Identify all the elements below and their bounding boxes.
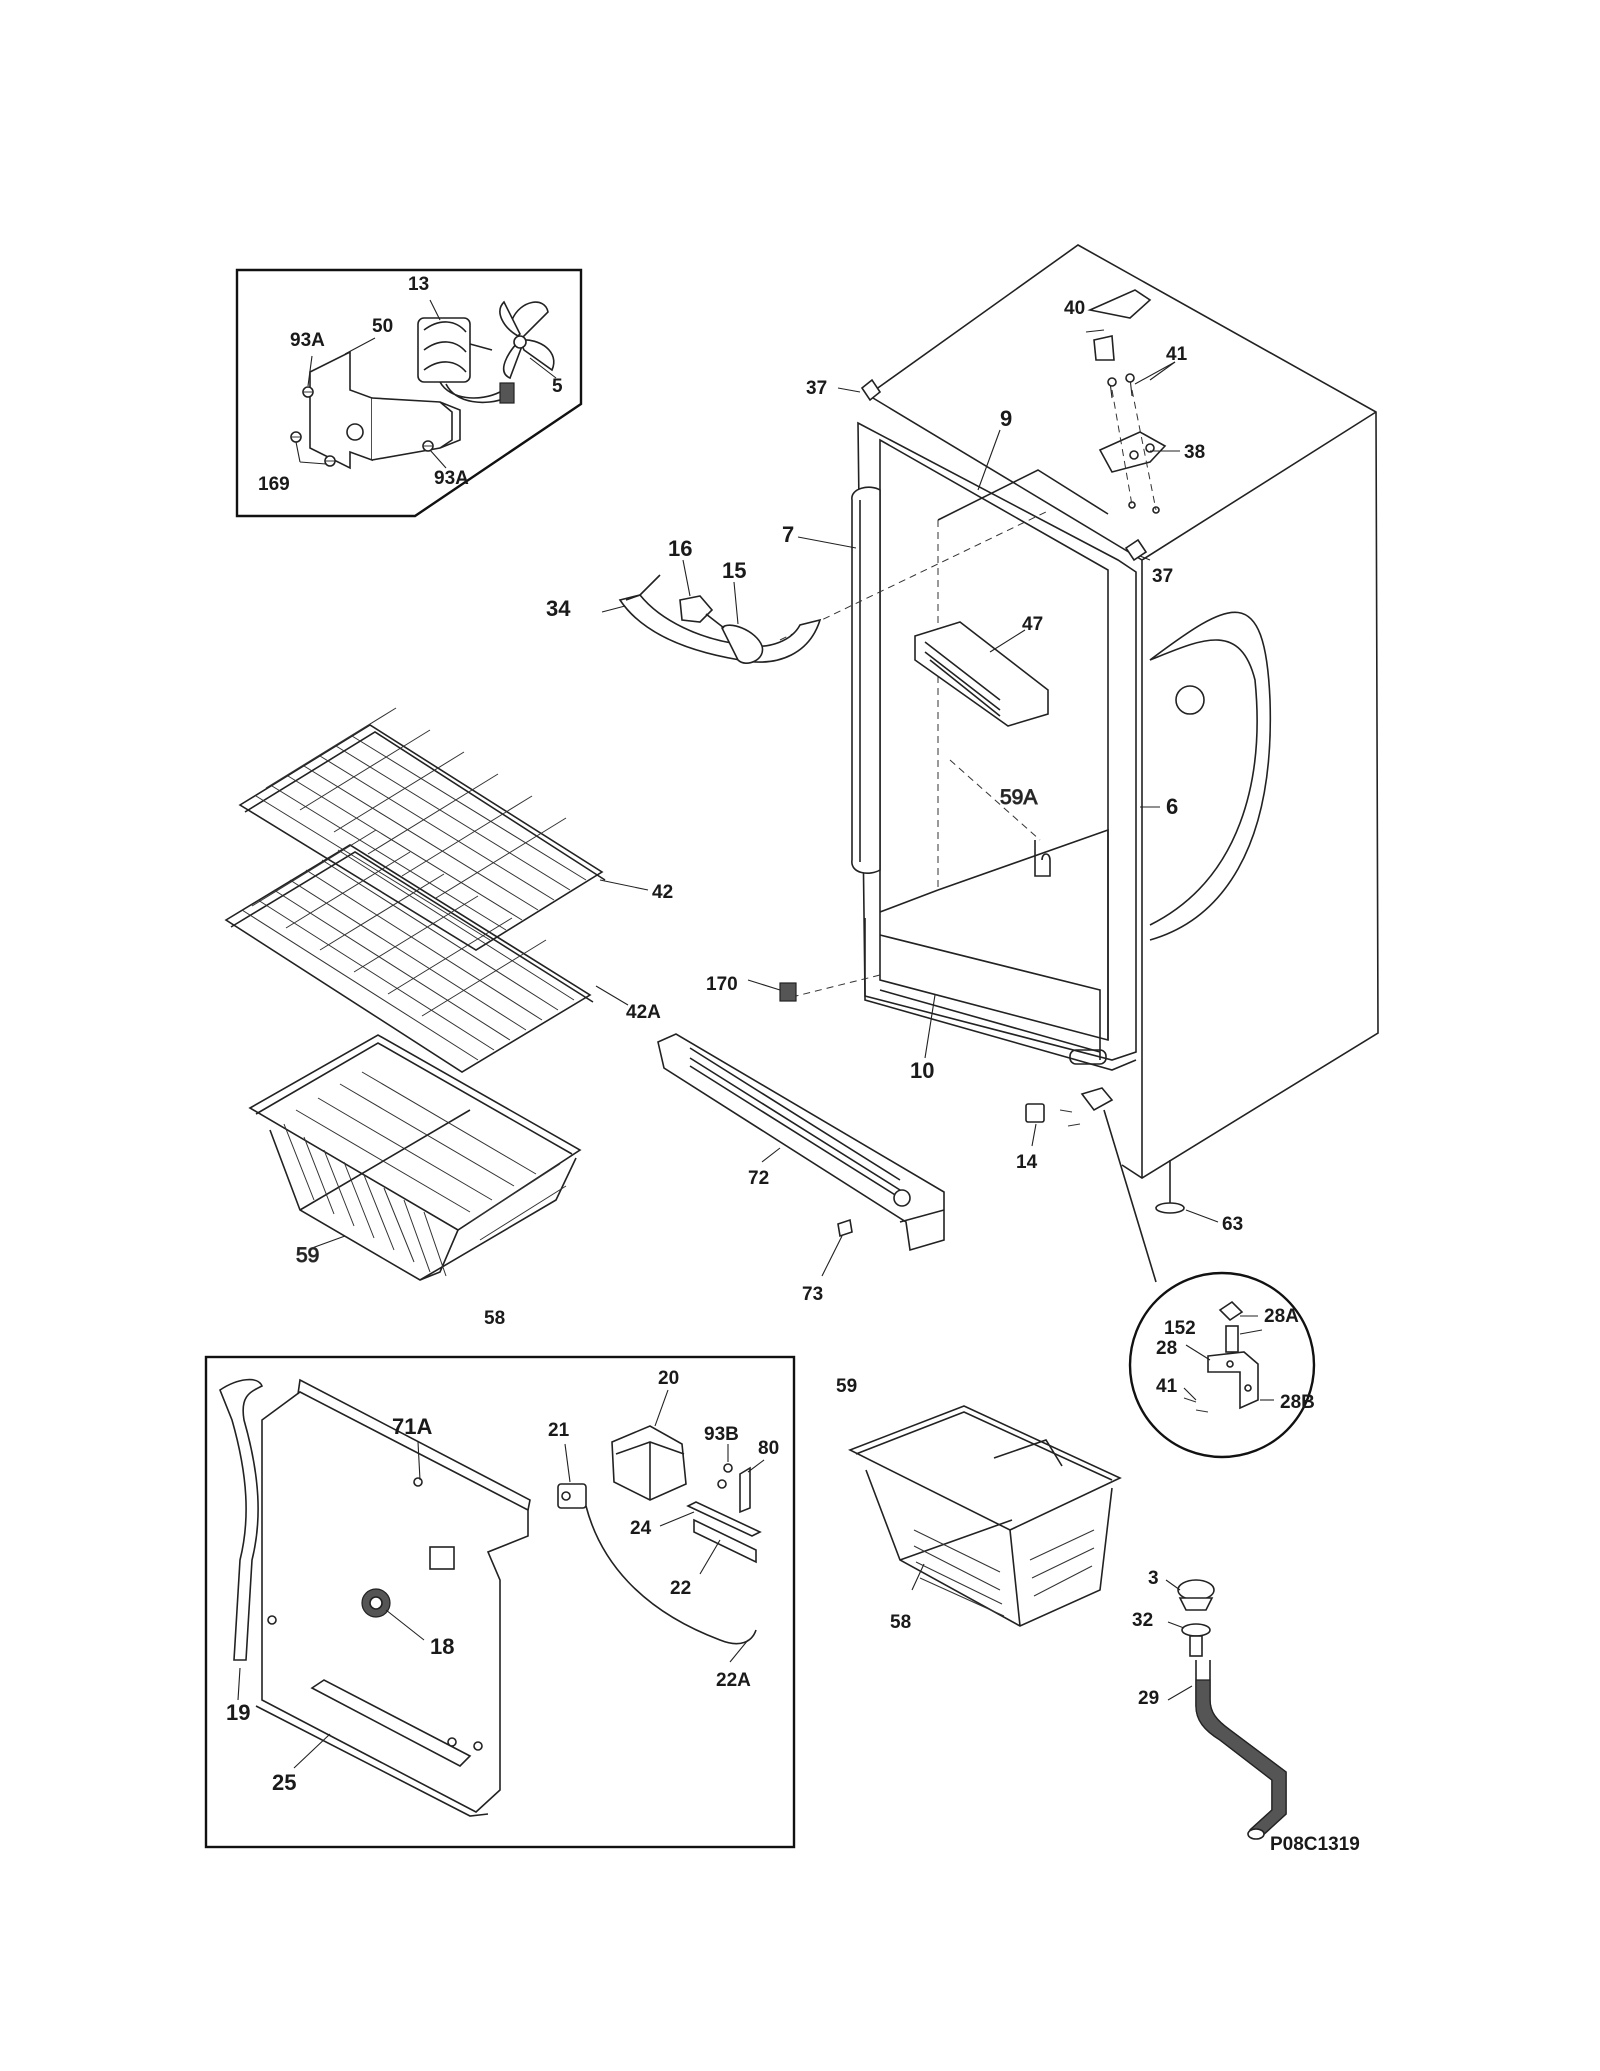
label-41-top: 41 xyxy=(1166,344,1188,365)
label-170: 170 xyxy=(706,974,738,995)
kickplate xyxy=(657,979,1114,1277)
label-37-right: 37 xyxy=(1152,566,1173,587)
label-3: 3 xyxy=(1148,1568,1159,1589)
wire-basket xyxy=(248,1034,582,1281)
label-63: 63 xyxy=(1222,1214,1243,1235)
label-93A-top: 93A xyxy=(290,330,325,351)
shelf-42 xyxy=(238,707,606,951)
label-47: 47 xyxy=(1022,614,1043,635)
label-38: 38 xyxy=(1184,442,1205,463)
fan-motor-inset xyxy=(235,268,583,518)
label-34: 34 xyxy=(546,596,571,621)
label-50: 50 xyxy=(372,316,393,337)
label-19: 19 xyxy=(226,1700,250,1725)
label-80: 80 xyxy=(758,1438,779,1459)
wire-shelves xyxy=(224,707,649,1073)
label-7: 7 xyxy=(782,522,794,547)
label-152: 152 xyxy=(1164,1318,1196,1339)
label-25: 25 xyxy=(272,1770,296,1795)
label-10: 10 xyxy=(910,1058,934,1083)
label-59: 59 xyxy=(836,1376,857,1397)
label-24: 24 xyxy=(630,1518,652,1539)
label-41-hinge: 41 xyxy=(1156,1376,1178,1397)
label-73: 73 xyxy=(802,1284,823,1305)
label-29: 29 xyxy=(1138,1688,1159,1709)
drain-tube-assembly xyxy=(1165,1579,1287,1840)
label-22A: 22A xyxy=(716,1670,751,1691)
label-59-basket: 59 xyxy=(296,1244,319,1267)
label-42: 42 xyxy=(652,882,673,903)
label-9: 9 xyxy=(1000,406,1012,431)
label-72: 72 xyxy=(748,1168,769,1189)
label-28B: 28B xyxy=(1280,1392,1315,1413)
callout-labels: 13 93A 50 5 169 93A 40 41 37 9 38 7 37 1… xyxy=(226,274,1360,1855)
leveler xyxy=(1155,1160,1219,1223)
label-59A: 59A xyxy=(1000,786,1037,809)
freezer-cabinet xyxy=(779,244,1379,1179)
label-16: 16 xyxy=(668,536,692,561)
shelf-42A xyxy=(224,829,594,1073)
label-169: 169 xyxy=(258,474,290,495)
label-15: 15 xyxy=(722,558,746,583)
hinge-detail xyxy=(1103,1109,1316,1459)
label-93B: 93B xyxy=(704,1424,739,1445)
label-21: 21 xyxy=(548,1420,570,1441)
label-40: 40 xyxy=(1064,298,1085,319)
plastic-basket xyxy=(848,1405,1122,1627)
label-93A-bot: 93A xyxy=(434,468,469,489)
drain-panel-inset xyxy=(204,1355,796,1849)
diagram-code: P08C1319 xyxy=(1270,1834,1360,1855)
label-42A: 42A xyxy=(626,1002,661,1023)
label-32: 32 xyxy=(1132,1610,1153,1631)
label-20: 20 xyxy=(658,1368,679,1389)
label-22: 22 xyxy=(670,1578,691,1599)
light-assembly xyxy=(601,559,822,664)
label-18: 18 xyxy=(430,1634,454,1659)
label-71A: 71A xyxy=(392,1414,432,1439)
label-28A: 28A xyxy=(1264,1306,1299,1327)
label-37-top: 37 xyxy=(806,378,827,399)
label-58-basket: 58 xyxy=(890,1612,911,1633)
label-58-top: 58 xyxy=(484,1308,505,1329)
label-14: 14 xyxy=(1016,1152,1038,1173)
label-5: 5 xyxy=(552,376,563,397)
label-13: 13 xyxy=(408,274,429,295)
label-28: 28 xyxy=(1156,1338,1177,1359)
label-6: 6 xyxy=(1166,794,1178,819)
